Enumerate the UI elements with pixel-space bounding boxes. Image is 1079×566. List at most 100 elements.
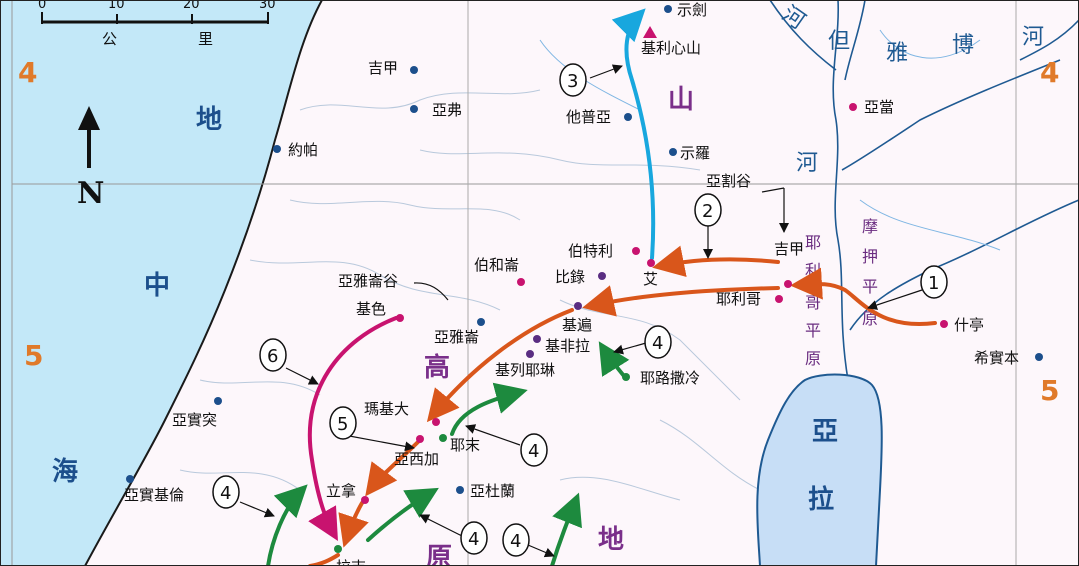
sea-label-1: 地 [196, 105, 222, 135]
marker-adam [849, 103, 857, 111]
scale-bar: 0 10 20 30 公 里 [38, 0, 276, 48]
marker-ai [647, 259, 655, 267]
label-bethel: 伯特利 [568, 242, 613, 260]
moab-plain-2: 押 [862, 247, 878, 266]
grid-number-right-top: 4 [1040, 56, 1059, 89]
marker-gezer [396, 314, 404, 322]
marker-azekah [416, 435, 424, 443]
jericho-plain-4: 平 [805, 321, 821, 340]
label-gilgal: 吉甲 [774, 240, 804, 258]
label-adullam: 亞杜蘭 [470, 482, 515, 500]
label-azekah: 亞西加 [394, 450, 439, 468]
marker-lachish [334, 545, 342, 553]
marker-ashdod [214, 397, 222, 405]
route-number-4-b: 4 [520, 433, 548, 467]
route-number-1: 1 [920, 265, 948, 299]
label-lachish: 拉吉 [336, 558, 366, 566]
river-label-bo: 博 [952, 33, 974, 58]
route-number-2: 2 [694, 193, 722, 227]
land-label: 地 [598, 525, 624, 555]
marker-shiloh [669, 148, 677, 156]
route-number-6: 6 [259, 338, 287, 372]
route-gilgal-gibeon [582, 285, 780, 317]
mountains-label: 山 [668, 85, 694, 115]
moab-plain-3: 平 [862, 277, 878, 296]
marker-bethhoron [517, 278, 525, 286]
marker-kiriath-jearim [526, 350, 534, 358]
marker-gerizim [643, 26, 657, 38]
river-label-he: 河 [1022, 25, 1044, 50]
svg-text:4: 4 [468, 529, 479, 550]
svg-text:2: 2 [702, 201, 713, 222]
label-joppa: 約帕 [288, 141, 318, 159]
label-libnah: 立拿 [326, 482, 356, 500]
highlands-label-1: 高 [424, 352, 450, 383]
route-number-pointers [239, 64, 923, 558]
marker-kephirah [533, 335, 541, 343]
marker-gibeah-n [410, 66, 418, 74]
dead-sea-label-2: 拉 [808, 484, 834, 515]
grid-number-right-bottom: 5 [1040, 374, 1059, 407]
sea-label-3: 海 [52, 457, 78, 487]
route-number-5: 5 [329, 406, 357, 440]
svg-text:4: 4 [528, 441, 539, 462]
route-libnah-lachish [338, 501, 369, 548]
marker-gibeon [574, 302, 582, 310]
mediterranean-sea [0, 0, 324, 566]
label-jericho: 耶利哥 [716, 290, 761, 308]
grid-lines [11, 0, 1079, 566]
route-4-west [266, 484, 308, 566]
label-ai: 艾 [643, 270, 658, 288]
grid-number-left-bottom: 5 [24, 339, 43, 372]
label-adam: 亞當 [864, 98, 894, 116]
marker-joppa [273, 145, 281, 153]
sea-label-2: 中 [144, 271, 170, 301]
marker-aijalon [477, 318, 485, 326]
label-tirzah: 他普亞 [566, 108, 611, 126]
route-number-4-c: 4 [212, 475, 240, 509]
label-bethhoron: 伯和崙 [474, 256, 519, 274]
label-shechem: 示劍 [677, 1, 707, 19]
route-1 [790, 267, 937, 327]
label-makkedah: 瑪基大 [364, 400, 409, 418]
label-jarmuth: 耶末 [450, 436, 480, 454]
scale-tick-10: 10 [108, 0, 125, 12]
label-shiloh: 示羅 [680, 144, 710, 162]
scale-tick-0: 0 [38, 0, 46, 12]
label-gibeah: 吉甲 [368, 59, 398, 77]
marker-shechem [664, 5, 672, 13]
route-4-jarmuth [450, 382, 528, 436]
label-ashkelon: 亞實基倫 [124, 486, 184, 504]
svg-text:4: 4 [220, 483, 231, 504]
marker-jarmuth [439, 434, 447, 442]
label-aphek: 亞弗 [432, 101, 462, 119]
terrain-lines [179, 89, 761, 501]
svg-text:5: 5 [337, 414, 348, 435]
river-label-dan: 但 [828, 29, 850, 54]
marker-tirzah [624, 113, 632, 121]
scale-unit-left: 公 [102, 30, 117, 48]
svg-text:4: 4 [652, 333, 663, 354]
label-gerizim: 基利心山 [641, 39, 701, 57]
river-label-ya: 雅 [886, 41, 908, 66]
route-2 [652, 245, 780, 277]
marker-gilgal [784, 280, 792, 288]
place-markers [126, 5, 1043, 553]
svg-text:3: 3 [567, 71, 578, 92]
marker-jericho [775, 295, 783, 303]
label-luz: 比錄 [555, 268, 585, 286]
route-gibeon-makkedah [426, 308, 574, 423]
route-4-lachish [366, 487, 439, 542]
grid-number-left-top: 4 [18, 56, 37, 89]
label-aijalon: 亞雅崙 [434, 328, 479, 346]
scale-tick-30: 30 [259, 0, 276, 12]
marker-bethel [632, 247, 640, 255]
jericho-plain-3: 哥 [805, 293, 821, 312]
jericho-plain-1: 耶 [805, 233, 821, 252]
moab-plain-1: 摩 [862, 217, 878, 236]
route-number-4-e: 4 [502, 523, 530, 557]
scale-unit-right: 里 [198, 30, 213, 48]
marker-aphek [410, 105, 418, 113]
